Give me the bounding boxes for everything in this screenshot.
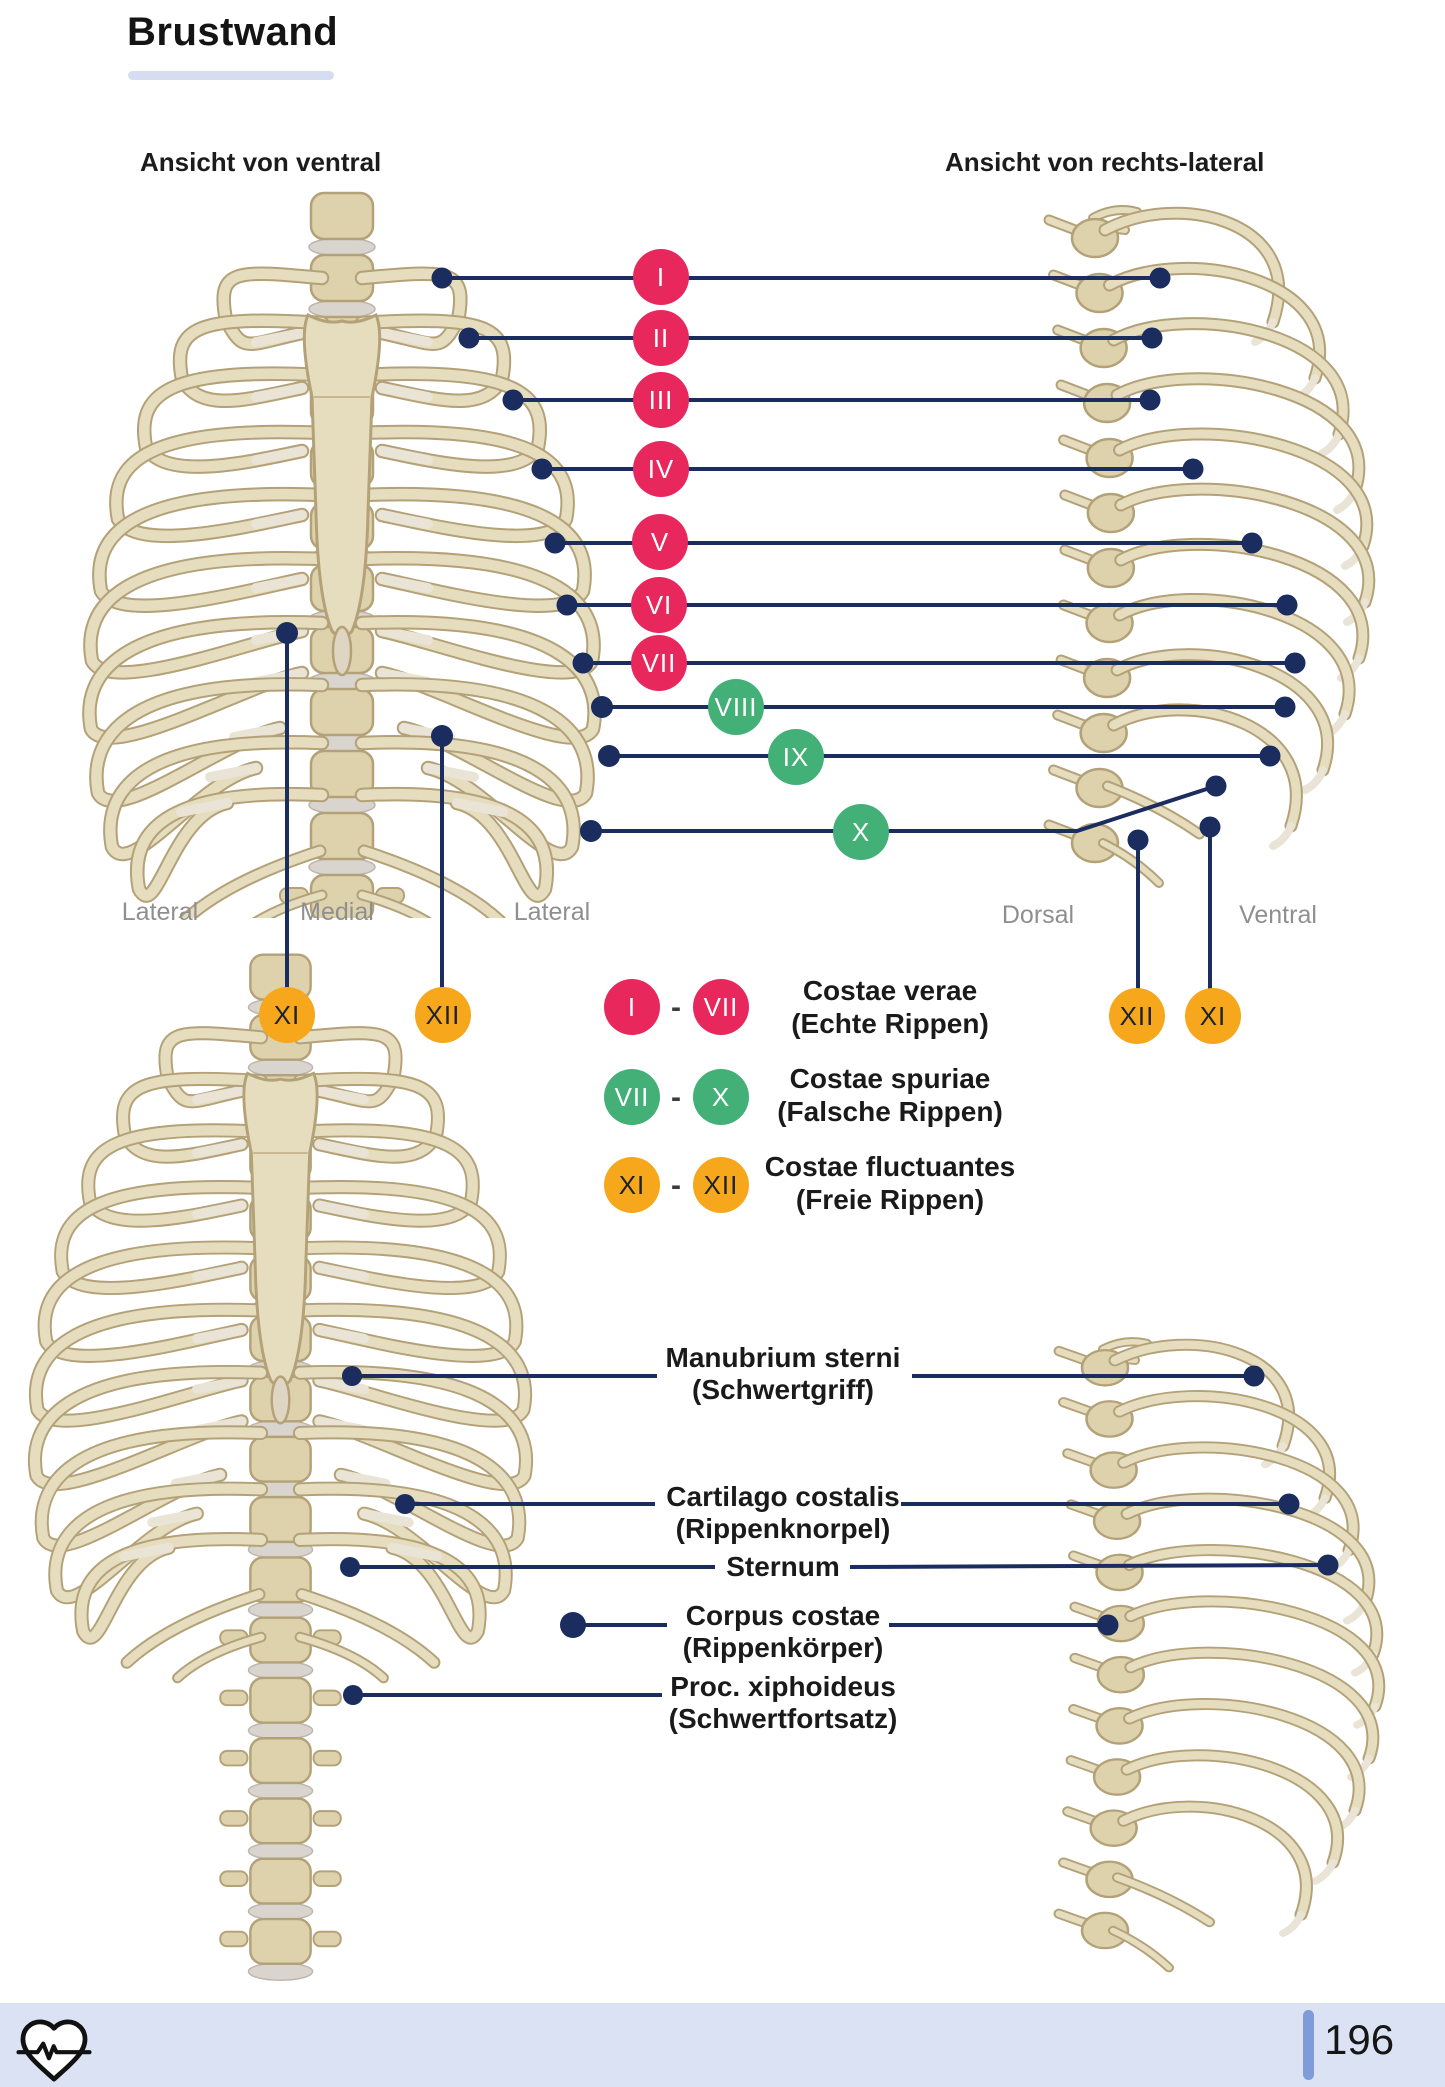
rib-marker-1: I [633,249,689,305]
ribcage-lateral-detail-illustration [1053,1337,1385,1973]
rib-marker-12-right: XII [1109,988,1165,1044]
ribcage-ventral-detail-illustration [27,953,534,1982]
label-line2: (Rippenkörper) [682,1632,884,1663]
orientation-lateral-right: Lateral [513,898,591,926]
ribcage-lateral-illustration [1043,205,1375,888]
label-line2: (Schwertgriff) [692,1374,874,1405]
orientation-dorsal: Dorsal [1001,901,1075,929]
footer-band [0,2003,1445,2087]
legend-subtitle: (Falsche Rippen) [777,1096,1003,1127]
rib-marker-12-left: XII [415,987,471,1043]
title-underline [128,71,334,80]
view-label-ventral: Ansicht von ventral [140,147,382,177]
legend-dash-2: - [671,1081,681,1114]
orientation-lateral-left: Lateral [121,898,199,926]
label-line1: Manubrium sterni [665,1342,901,1373]
legend-circle-false-to: X [693,1069,749,1125]
legend-subtitle: (Freie Rippen) [795,1184,985,1215]
legend-label-true-ribs: Costae verae (Echte Rippen) [730,974,1050,1040]
ribcage-ventral-illustration [82,191,602,918]
rib-marker-5: V [632,514,688,570]
legend-title: Costae spuriae [789,1063,991,1094]
legend-circle-true-from: I [604,979,660,1035]
legend-dash-3: - [671,1169,681,1202]
rib-marker-6: VI [631,577,687,633]
rib-marker-7: VII [631,635,687,691]
legend-title: Costae verae [802,975,978,1006]
view-label-lateral: Ansicht von rechts-lateral [945,147,1265,177]
label-manubrium-sterni: Manubrium sterni (Schwertgriff) [623,1342,943,1406]
orientation-medial: Medial [300,898,374,926]
rib-marker-4: IV [633,441,689,497]
label-cartilago-costalis: Cartilago costalis (Rippenknorpel) [623,1481,943,1545]
legend-circle-floating-from: XI [604,1157,660,1213]
page-title: Brustwand [127,10,339,54]
label-line1: Cartilago costalis [666,1481,900,1512]
legend-label-floating-ribs: Costae fluctuantes (Freie Rippen) [730,1150,1050,1216]
legend-circle-true-to: VII [693,979,749,1035]
rib-marker-11-left: XI [259,987,315,1043]
page-number-bar [1303,2010,1314,2080]
rib-marker-8: VIII [708,679,764,735]
legend-title: Costae fluctuantes [764,1151,1016,1182]
rib-marker-9: IX [768,729,824,785]
page-number: 196 [1324,2016,1395,2063]
orientation-ventral: Ventral [1239,901,1317,929]
label-corpus-costae: Corpus costae (Rippenkörper) [623,1600,943,1664]
rib-marker-2: II [633,310,689,366]
rib-marker-11-right: XI [1185,988,1241,1044]
legend-dash-1: - [671,991,681,1024]
legend-label-false-ribs: Costae spuriae (Falsche Rippen) [730,1062,1050,1128]
label-line2: (Schwertfortsatz) [668,1703,898,1734]
label-sternum: Sternum [623,1551,943,1583]
heartbeat-icon [16,2019,92,2082]
label-line2: (Rippenknorpel) [675,1513,891,1544]
label-proc-xiphoideus: Proc. xiphoideus (Schwertfortsatz) [623,1671,943,1735]
legend-circle-floating-to: XII [693,1157,749,1213]
label-line1: Sternum [726,1551,840,1582]
rib-marker-10: X [833,804,889,860]
legend-subtitle: (Echte Rippen) [791,1008,989,1039]
label-line1: Corpus costae [685,1600,881,1631]
rib-marker-3: III [633,372,689,428]
label-line1: Proc. xiphoideus [670,1671,896,1702]
legend-circle-false-from: VII [604,1069,660,1125]
